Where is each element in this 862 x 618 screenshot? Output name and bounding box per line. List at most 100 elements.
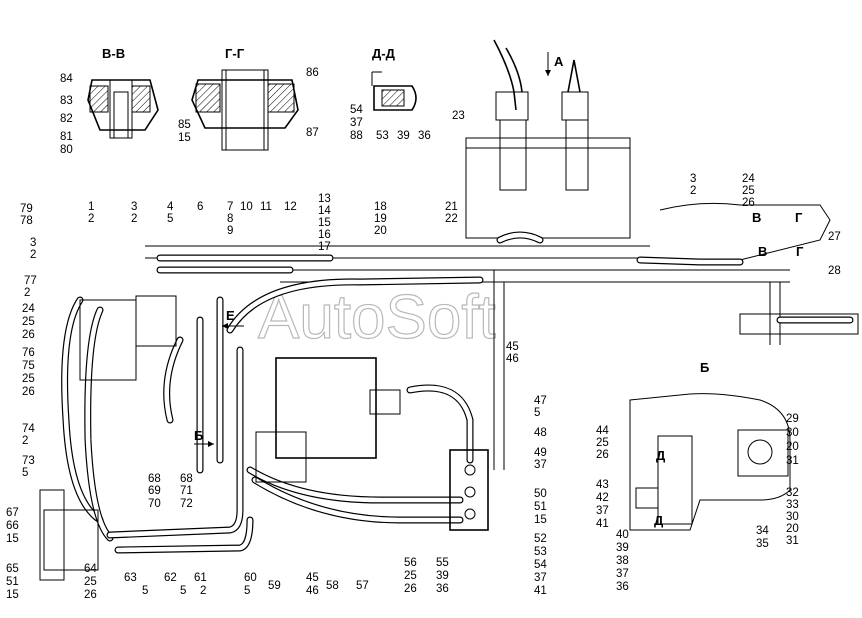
- callout-33: 33: [786, 499, 799, 511]
- arrow-g-label: Г: [795, 210, 803, 225]
- section-vv: В-В: [87, 46, 159, 139]
- valve-block-left: [39, 295, 177, 581]
- callout-31: 31: [786, 535, 799, 547]
- callout-71: 71: [180, 485, 193, 497]
- arrow-e-label: Е: [226, 308, 235, 323]
- callout-39: 39: [436, 570, 449, 582]
- callout-7: 7: [227, 201, 233, 213]
- callout-2: 2: [88, 213, 94, 225]
- callout-14: 14: [318, 205, 331, 217]
- section-gg: Г-Г: [191, 46, 299, 151]
- callout-22: 22: [445, 213, 458, 225]
- callout-37: 37: [350, 117, 363, 129]
- hoses: [61, 231, 854, 554]
- callout-35: 35: [756, 538, 769, 550]
- callout-48: 48: [534, 427, 547, 439]
- callout-19: 19: [374, 213, 387, 225]
- callout-78: 78: [20, 215, 33, 227]
- callout-16: 16: [318, 229, 331, 241]
- callout-87: 87: [306, 127, 319, 139]
- callout-60: 60: [244, 572, 257, 584]
- joystick-console: А: [465, 39, 631, 239]
- callout-88: 88: [350, 130, 363, 142]
- callout-62: 62: [164, 572, 177, 584]
- callout-38: 38: [616, 555, 629, 567]
- arrow-d-label: Д: [656, 448, 666, 463]
- callout-37: 37: [534, 459, 547, 471]
- callout-76: 76: [22, 347, 35, 359]
- callout-20: 20: [786, 523, 799, 535]
- callout-8: 8: [227, 213, 233, 225]
- callout-45: 45: [306, 572, 319, 584]
- callout-68: 68: [180, 473, 193, 485]
- callout-2: 2: [24, 287, 30, 299]
- callout-3: 3: [30, 237, 36, 249]
- callout-77: 77: [24, 275, 37, 287]
- callout-67: 67: [6, 507, 19, 519]
- callout-53: 53: [534, 546, 547, 558]
- distributor-block: [449, 449, 489, 531]
- callout-2: 2: [200, 585, 206, 597]
- callout-26: 26: [22, 329, 35, 341]
- arrow-d2-label: Д: [654, 513, 664, 528]
- callout-26: 26: [596, 449, 609, 461]
- callout-45: 45: [506, 341, 519, 353]
- callout-61: 61: [194, 572, 207, 584]
- callout-69: 69: [148, 485, 161, 497]
- section-dd-title: Д-Д: [372, 46, 396, 61]
- callout-25: 25: [742, 185, 755, 197]
- callout-25: 25: [596, 437, 609, 449]
- arrow-g2-label: Г: [796, 244, 804, 259]
- callout-41: 41: [534, 585, 547, 597]
- callout-24: 24: [22, 303, 35, 315]
- section-vv-title: В-В: [102, 46, 125, 61]
- arrow-v2-label: В: [758, 244, 767, 259]
- callout-57: 57: [356, 580, 369, 592]
- callout-1: 1: [88, 201, 94, 213]
- callout-54: 54: [350, 104, 363, 116]
- callout-53: 53: [376, 130, 389, 142]
- callout-85: 85: [178, 119, 191, 131]
- callout-72: 72: [180, 498, 193, 510]
- callout-44: 44: [596, 425, 609, 437]
- detail-b: Б: [629, 360, 791, 531]
- callout-64: 64: [84, 563, 97, 575]
- callout-12: 12: [284, 201, 297, 213]
- callout-86: 86: [306, 67, 319, 79]
- callout-5: 5: [534, 407, 540, 419]
- callout-3: 3: [131, 201, 137, 213]
- callout-51: 51: [534, 501, 547, 513]
- callout-75: 75: [22, 360, 35, 372]
- callout-74: 74: [22, 423, 35, 435]
- arrow-a-label: А: [554, 54, 564, 69]
- callout-32: 32: [786, 487, 799, 499]
- callout-50: 50: [534, 488, 547, 500]
- callout-37: 37: [596, 505, 609, 517]
- watermark: AutoSoft: [258, 283, 496, 352]
- callout-79: 79: [20, 203, 33, 215]
- callout-37: 37: [534, 572, 547, 584]
- callout-83: 83: [60, 95, 73, 107]
- callout-26: 26: [404, 583, 417, 595]
- callout-15: 15: [6, 589, 19, 601]
- callout-54: 54: [534, 559, 547, 571]
- callout-18: 18: [374, 201, 387, 213]
- callout-31: 31: [786, 455, 799, 467]
- callout-82: 82: [60, 113, 73, 125]
- callout-29: 29: [786, 413, 799, 425]
- callout-56: 56: [404, 557, 417, 569]
- callout-40: 40: [616, 529, 629, 541]
- arrow-v-label: В: [752, 210, 761, 225]
- callout-36: 36: [436, 583, 449, 595]
- callout-42: 42: [596, 492, 609, 504]
- callout-25: 25: [22, 316, 35, 328]
- callout-10: 10: [240, 201, 253, 213]
- callout-11: 11: [260, 201, 272, 213]
- callout-2: 2: [30, 249, 36, 261]
- callout-9: 9: [227, 225, 233, 237]
- callout-5: 5: [22, 467, 28, 479]
- callout-52: 52: [534, 533, 547, 545]
